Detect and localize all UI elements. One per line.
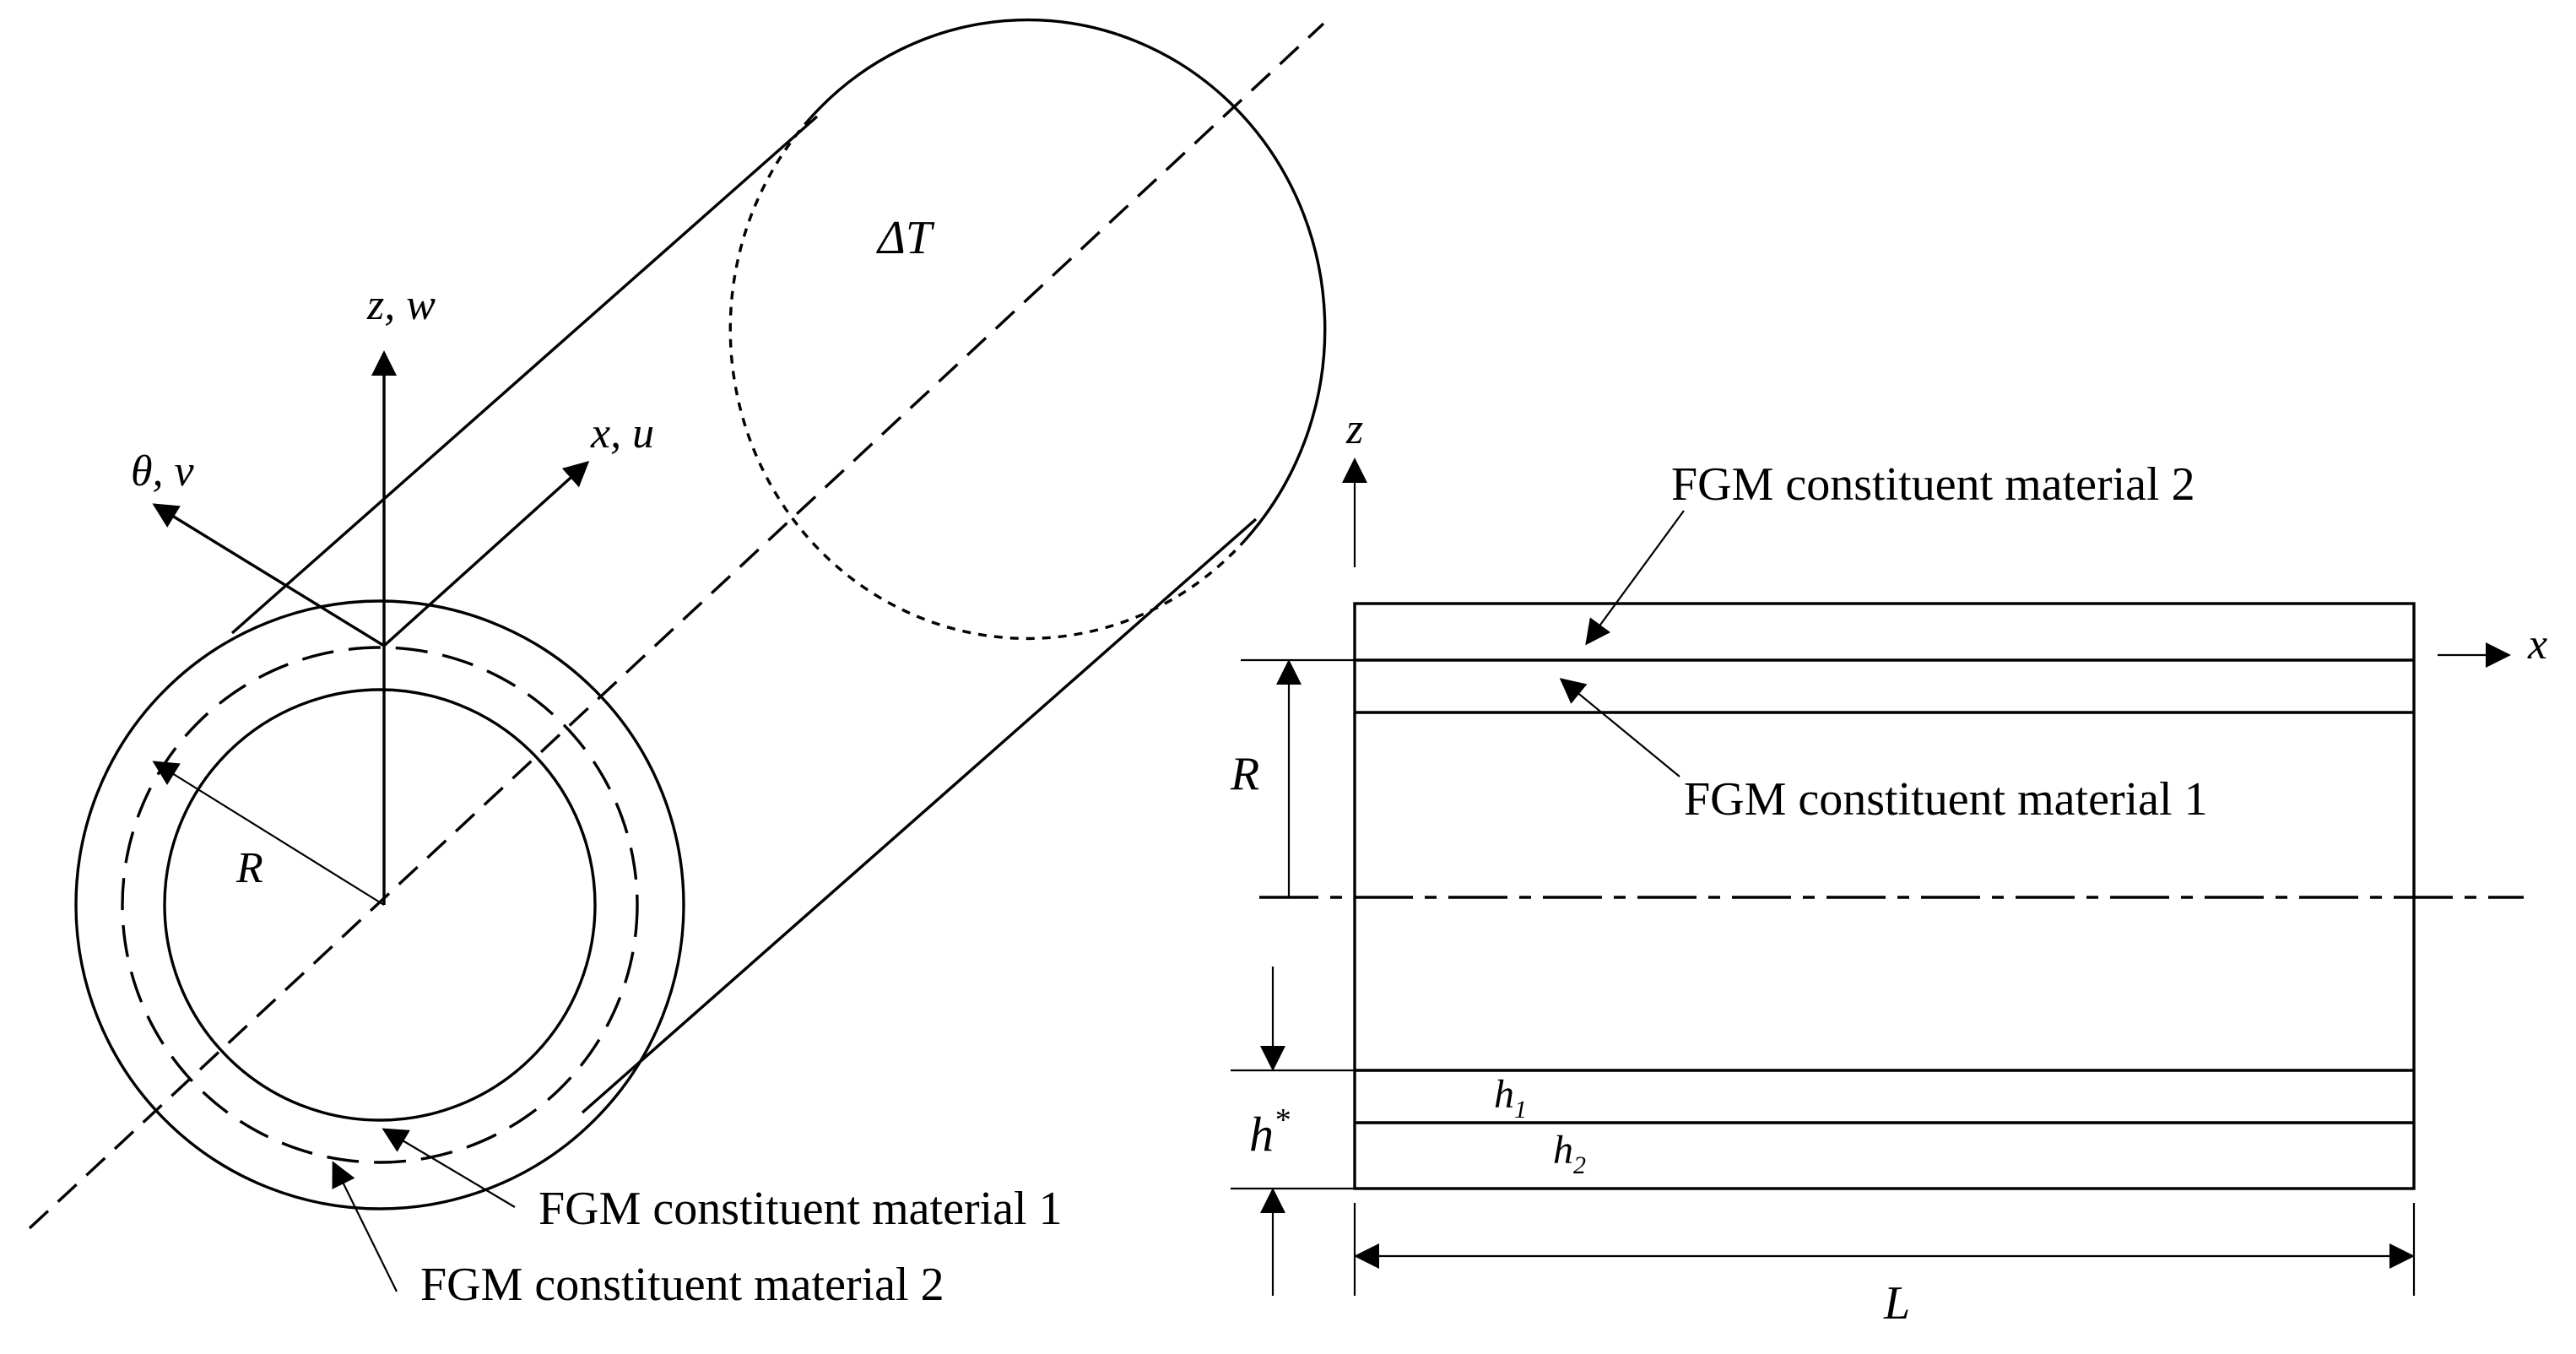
delta-t-label: ΔT [876, 212, 935, 264]
x-axis-arrow [382, 460, 590, 647]
cylinder-top-edge [230, 115, 819, 635]
thickness-superscript: * [1274, 1102, 1290, 1138]
section-z-label: z [1345, 405, 1363, 453]
radius-line [152, 761, 385, 906]
cross-section-view: z x R h* h1 h2 L FGM constituent materia… [1230, 405, 2547, 1330]
material-1-label-right: FGM constituent material 1 [1684, 773, 2208, 826]
outer-circle [74, 599, 685, 1210]
radius-label-left: R [235, 844, 263, 892]
material-1-leader-left [382, 1128, 516, 1208]
far-end-hidden-arc [728, 116, 1247, 641]
thickness-label: h* [1249, 1102, 1290, 1162]
material-2-label-right: FGM constituent material 2 [1671, 458, 2195, 511]
material-1-leader-right [1559, 678, 1680, 777]
theta-axis-arrow [152, 503, 385, 647]
cylinder-3d-view: z, w θ, v x, u R ΔT FGM constituent mate… [28, 18, 1327, 1311]
far-end-visible-arc [809, 18, 1327, 542]
length-label: L [1883, 1277, 1910, 1330]
cylinder-axis-line [28, 22, 1325, 1230]
layer-2-subscript: 2 [1573, 1151, 1586, 1179]
material-2-leader-right [1585, 510, 1685, 646]
material-2-label-left: FGM constituent material 2 [420, 1259, 944, 1311]
layer-2-symbol: h [1553, 1128, 1573, 1173]
cylinder-bottom-edge [581, 517, 1258, 1114]
z-w-label: z, w [366, 281, 436, 329]
middle-dashed-circle [121, 646, 639, 1164]
layer-1-subscript: 1 [1514, 1096, 1527, 1124]
section-x-label: x [2527, 620, 2547, 669]
material-1-label-left: FGM constituent material 1 [538, 1183, 1063, 1235]
material-2-leader-left [332, 1161, 398, 1292]
section-radius-label: R [1230, 748, 1259, 800]
theta-v-label: θ, v [131, 447, 195, 496]
thickness-symbol: h [1249, 1107, 1274, 1162]
layer-1-symbol: h [1494, 1072, 1514, 1117]
inner-circle [163, 688, 597, 1122]
layer-2-label: h2 [1553, 1128, 1586, 1179]
x-u-label: x, u [590, 409, 654, 458]
layer-1-label: h1 [1494, 1072, 1527, 1124]
